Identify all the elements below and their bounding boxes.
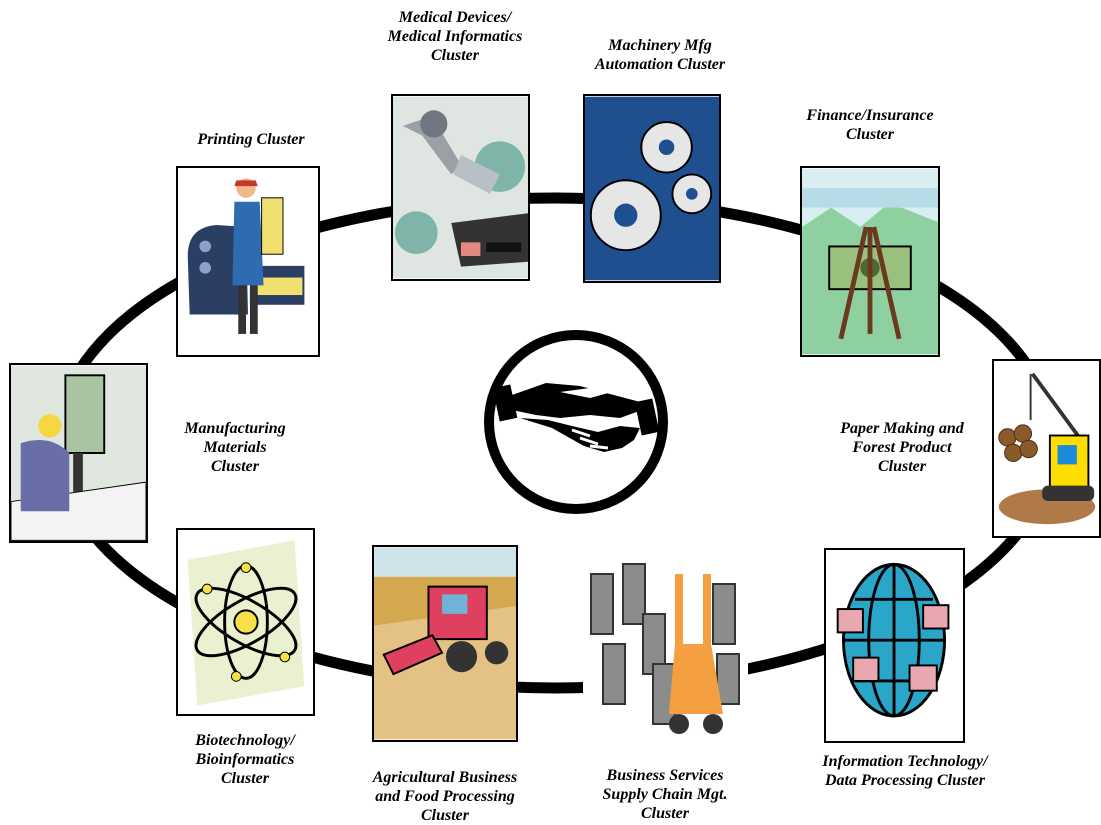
finance-cluster-image	[800, 166, 940, 357]
infotech-cluster-image	[824, 548, 965, 743]
biotech-cluster-image	[176, 528, 315, 716]
drill-press-worker-icon	[11, 365, 146, 541]
medical-cluster-label: Medical Devices/ Medical Informatics Clu…	[387, 9, 523, 64]
medical-cluster-image	[391, 94, 530, 281]
manufacturing-cluster-image	[9, 363, 148, 543]
log-loader-icon	[998, 372, 1096, 525]
printing-cluster-label: Printing Cluster	[197, 131, 305, 148]
robotic-arm-icon	[393, 96, 528, 279]
machinery-cluster-image	[583, 94, 721, 283]
forklift-icon	[590, 563, 740, 734]
dollar-easel-icon	[802, 168, 938, 355]
paper-cluster-image	[992, 359, 1101, 538]
finance-cluster-label: Finance/Insurance Cluster	[806, 107, 934, 143]
harvester-icon	[374, 547, 516, 740]
printing-press-icon	[187, 178, 305, 334]
paper-cluster-label: Paper Making and Forest Product Cluster	[840, 420, 964, 475]
handshake-icon	[484, 330, 668, 514]
printing-cluster-image	[176, 166, 320, 357]
manufacturing-cluster-label: Manufacturing Materials Cluster	[184, 420, 286, 475]
atom-icon	[187, 540, 305, 706]
business-cluster-label: Business Services Supply Chain Mgt. Clus…	[602, 767, 728, 822]
biotech-cluster-label: Biotechnology/ Bioinformatics Cluster	[195, 732, 295, 787]
globe-network-icon	[836, 562, 950, 718]
agri-cluster-image	[372, 545, 518, 742]
infotech-cluster-label: Information Technology/ Data Processing …	[822, 753, 988, 789]
machinery-cluster-label: Machinery Mfg Automation Cluster	[594, 37, 726, 73]
agri-cluster-label: Agricultural Business and Food Processin…	[372, 769, 518, 824]
business-cluster-image	[583, 544, 748, 743]
gears-icon	[585, 96, 719, 281]
